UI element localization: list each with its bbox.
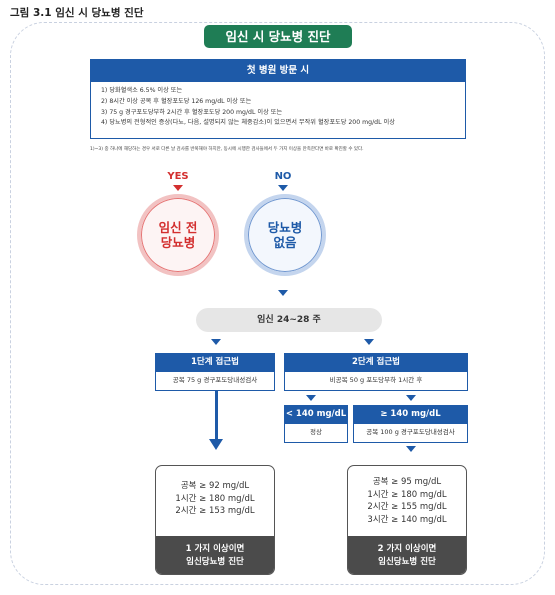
down-arrow-icon: [209, 439, 223, 450]
two-step-panel: 2단계 접근법 비공복 50 g 포도당부하 1시간 후: [284, 353, 468, 391]
two-step-heading: 2단계 접근법: [284, 353, 468, 372]
criteria-item: 3) 75 g 경구포도당부하 2시간 후 혈장포도당 200 mg/dL 이상…: [101, 108, 283, 116]
two-step-subtitle: 비공복 50 g 포도당부하 1시간 후: [284, 372, 468, 391]
down-arrow-icon: [278, 290, 288, 296]
screening-period-bar: 임신 24~28 주: [196, 308, 382, 332]
down-arrow-icon: [211, 339, 221, 345]
conclusion-line: 1 가지 이상이면: [185, 544, 245, 554]
no-result-line: 당뇨병: [267, 220, 303, 235]
first-visit-criteria: 1) 당화혈색소 6.5% 이상 또는 2) 8시간 이상 공복 후 혈장포도당…: [101, 86, 395, 129]
two-step-conclusion: 2 가지 이상이면 임신당뇨병 진단: [348, 536, 466, 574]
one-step-criteria: 공복 ≥ 92 mg/dL 1시간 ≥ 180 mg/dL 2시간 ≥ 153 …: [156, 480, 274, 518]
low-threshold-heading: < 140 mg/dL: [284, 405, 348, 424]
diagram-frame: [10, 22, 545, 585]
conclusion-line: 임신당뇨병 진단: [186, 557, 244, 567]
criteria-footnote: 1)~3) 중 하나에 해당하는 경우 서로 다른 날 검사를 반복해야 하지만…: [90, 147, 364, 152]
one-step-result-box: 공복 ≥ 92 mg/dL 1시간 ≥ 180 mg/dL 2시간 ≥ 153 …: [155, 465, 275, 575]
low-threshold-result: 정상: [284, 424, 348, 443]
figure-label: 그림 3.1 임신 시 당뇨병 진단: [10, 7, 144, 19]
criteria-line: 공복 ≥ 95 mg/dL: [372, 477, 442, 487]
one-step-heading: 1단계 접근법: [155, 353, 275, 372]
yes-label: YES: [167, 171, 189, 182]
criteria-line: 1시간 ≥ 180 mg/dL: [367, 489, 447, 500]
down-arrow-icon: [306, 395, 316, 401]
yes-result-line: 당뇨병: [160, 235, 196, 250]
no-result-line: 없음: [273, 235, 297, 250]
conclusion-line: 2 가지 이상이면: [377, 544, 437, 554]
one-step-connector: [215, 391, 218, 439]
criteria-item: 4) 당뇨병의 전형적인 증상(다뇨, 다음, 설명되지 않는 체중감소)이 있…: [101, 119, 395, 127]
criteria-item: 2) 8시간 이상 공복 후 혈장포도당 126 mg/dL 이상 또는: [101, 97, 252, 105]
one-step-conclusion: 1 가지 이상이면 임신당뇨병 진단: [156, 536, 274, 574]
two-step-low-panel: < 140 mg/dL 정상: [284, 405, 348, 443]
down-arrow-icon: [406, 395, 416, 401]
down-arrow-icon: [364, 339, 374, 345]
yes-arrow-icon: [173, 185, 183, 191]
no-arrow-icon: [278, 185, 288, 191]
criteria-line: 1시간 ≥ 180 mg/dL: [175, 493, 255, 504]
diagram-title: 임신 시 당뇨병 진단: [204, 25, 352, 48]
high-threshold-heading: ≥ 140 mg/dL: [353, 405, 468, 424]
first-visit-heading: 첫 병원 방문 시: [91, 60, 465, 82]
no-label: NO: [274, 171, 292, 182]
criteria-line: 공복 ≥ 92 mg/dL: [180, 481, 250, 491]
two-step-high-panel: ≥ 140 mg/dL 공복 100 g 경구포도당내성검사: [353, 405, 468, 443]
high-threshold-test: 공복 100 g 경구포도당내성검사: [353, 424, 468, 443]
two-step-result-box: 공복 ≥ 95 mg/dL 1시간 ≥ 180 mg/dL 2시간 ≥ 155 …: [347, 465, 467, 575]
one-step-subtitle: 공복 75 g 경구포도당내성검사: [155, 372, 275, 391]
yes-result-line: 임신 전: [158, 220, 198, 235]
down-arrow-icon: [406, 446, 416, 452]
criteria-line: 3시간 ≥ 140 mg/dL: [367, 514, 447, 525]
conclusion-line: 임신당뇨병 진단: [378, 557, 436, 567]
first-visit-box: 첫 병원 방문 시 1) 당화혈색소 6.5% 이상 또는 2) 8시간 이상 …: [90, 59, 466, 139]
criteria-line: 2시간 ≥ 153 mg/dL: [175, 506, 255, 516]
one-step-panel: 1단계 접근법 공복 75 g 경구포도당내성검사: [155, 353, 275, 391]
criteria-item: 1) 당화혈색소 6.5% 이상 또는: [101, 87, 183, 94]
criteria-line: 2시간 ≥ 155 mg/dL: [367, 502, 447, 512]
two-step-criteria: 공복 ≥ 95 mg/dL 1시간 ≥ 180 mg/dL 2시간 ≥ 155 …: [348, 476, 466, 526]
